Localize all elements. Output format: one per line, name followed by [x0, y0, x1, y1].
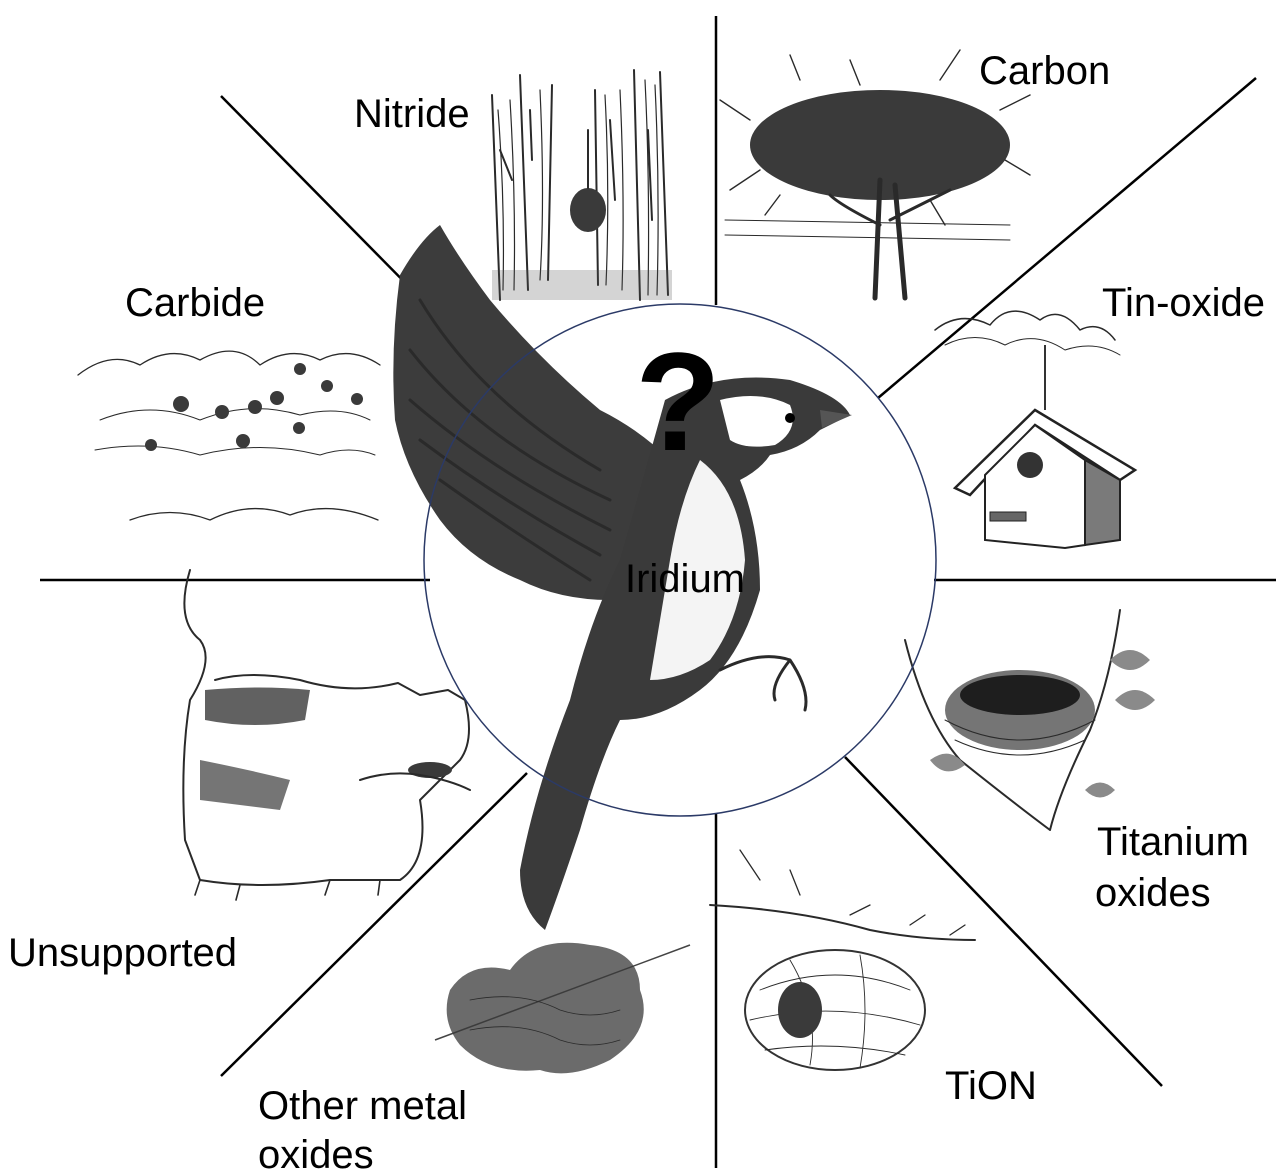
- label-carbon: Carbon: [979, 49, 1110, 93]
- label-tin-oxide: Tin-oxide: [1102, 281, 1265, 325]
- center-label-iridium: Iridium: [625, 557, 745, 601]
- label-nitride: Nitride: [354, 92, 470, 136]
- label-titanium-oxides: oxides: [1095, 871, 1211, 915]
- meadow-burrows-icon: [78, 351, 380, 520]
- woven-nest-icon: [710, 850, 975, 1070]
- label-titanium: Titanium: [1097, 820, 1249, 864]
- flying-bird-icon: [393, 225, 852, 930]
- label-carbide: Carbide: [125, 281, 265, 325]
- cup-nest-icon: [905, 610, 1155, 830]
- birdhouse-icon: [935, 311, 1135, 548]
- center-question-mark: ?: [635, 323, 721, 480]
- label-unsupported: Unsupported: [8, 931, 237, 975]
- label-tion: TiON: [945, 1064, 1037, 1108]
- hanging-nest-icon: [435, 943, 690, 1074]
- label-other-metal-oxides: oxides: [258, 1133, 374, 1171]
- cat-with-bird-icon: [183, 570, 470, 900]
- label-other-metal: Other metal: [258, 1084, 467, 1128]
- tree-trunk-hole-icon: [492, 70, 672, 300]
